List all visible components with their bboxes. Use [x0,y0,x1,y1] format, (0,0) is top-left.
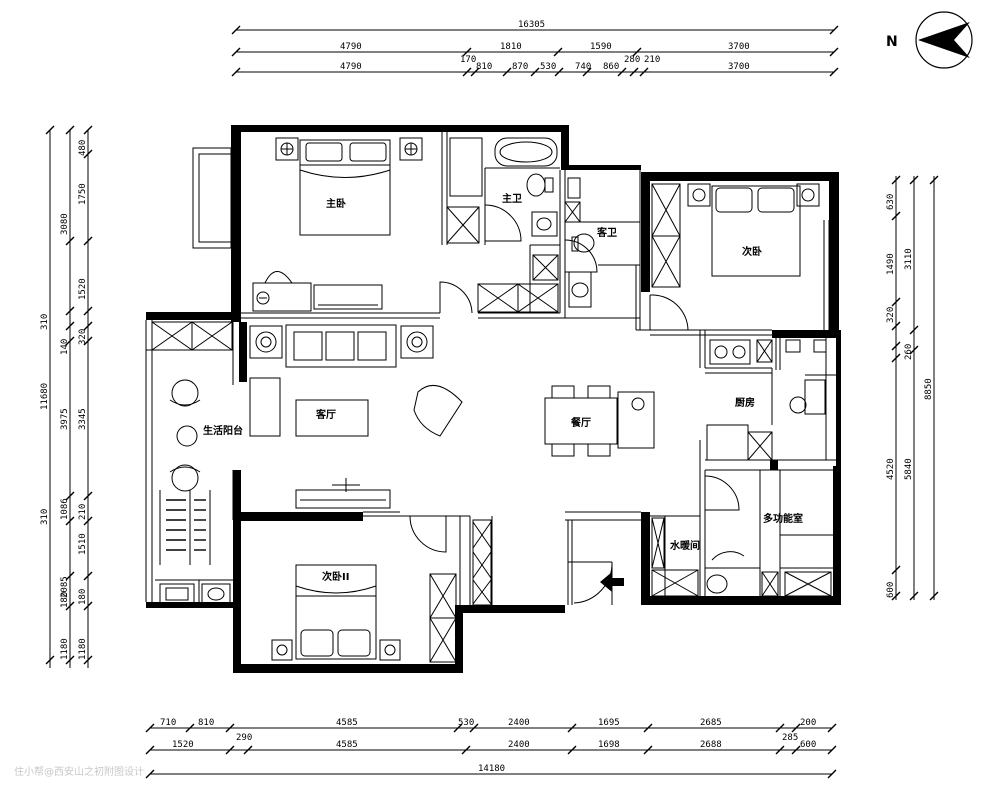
dim-bottom-1-5: 2400 [508,718,530,728]
dim-bottom-total: 14180 [478,764,505,774]
room-label-second-bed: 次卧 [742,245,762,258]
dim-left-2-2: 1520 [78,278,88,300]
dim-left-3-2: 1750 [78,183,88,205]
dim-top-2-2: 170 [460,55,476,65]
dim-right-2-5: 4520 [886,458,896,480]
right-dimension-labels: 8850 3110 5840 630 1490 320 260 4520 600 [886,194,934,598]
dim-left-1-3: 310 [40,509,50,525]
dim-bottom-1-2: 810 [198,718,214,728]
entrance-arrow-icon [600,572,624,592]
dim-left-2-6: 210 [78,504,88,520]
dim-right-2-4: 260 [904,344,914,360]
dim-bottom-1-4: 530 [458,718,474,728]
furniture [159,137,827,661]
room-label-living: 客厅 [315,408,336,421]
exterior-walls [146,125,841,673]
dim-top-1-2: 1810 [500,42,522,52]
dim-bottom-2-5: 1698 [598,740,620,750]
dim-top-2-10: 3700 [728,62,750,72]
dim-left-3-3: 180 [78,589,88,605]
dim-left-1-4: 1086 [60,498,70,520]
dim-right-2-6: 600 [886,582,896,598]
dim-top-1-4: 3700 [728,42,750,52]
dim-bottom-2-2: 290 [236,733,252,743]
compass-circle [915,11,973,69]
dim-bottom-1-3: 4585 [336,718,358,728]
room-label-third-bed: 次卧II [322,570,349,583]
dim-left-3-4: 1180 [78,638,88,660]
watermark: 住小帮@西安山之初附图设计 [14,765,144,778]
dim-left-2-1: 3080 [60,213,70,235]
dim-right-1-1: 3110 [904,248,914,270]
dim-top-2-7: 860 [603,62,619,72]
dim-bottom-2-4: 2400 [508,740,530,750]
dim-bottom-2-8: 600 [800,740,816,750]
dim-bottom-1-7: 2685 [700,718,722,728]
dim-top-2-1: 4790 [340,62,362,72]
dim-bottom-2-3: 4585 [336,740,358,750]
dim-left-2-4: 320 [78,329,88,345]
dim-left-2-7: 1510 [78,533,88,555]
room-label-multi: 多功能室 [763,512,803,525]
bottom-dimension-labels: 710 810 4585 530 2400 1695 2685 200 1520… [160,718,816,774]
top-dimensions [231,25,839,77]
dim-left-3-1: 480 [78,140,88,156]
dim-bottom-1-6: 1695 [598,718,620,728]
dim-right-2-1: 630 [886,194,896,210]
room-label-kitchen: 厨房 [735,396,755,409]
room-label-master: 主卧 [326,197,346,210]
compass-north-label: N [886,34,898,50]
dim-right-2-2: 1490 [886,253,896,275]
dim-top-1-3: 1590 [590,42,612,52]
doors [409,204,740,605]
dim-bottom-1-8: 200 [800,718,816,728]
dim-bottom-2-1: 1520 [172,740,194,750]
dim-top-2-8: 280 [624,55,640,65]
dim-top-1-1: 4790 [340,42,362,52]
room-label-balcony: 生活阳台 [203,424,243,437]
dim-top-2-3: 810 [476,62,492,72]
room-label-master-bath: 主卫 [502,192,522,205]
dim-left-2-5: 3345 [78,408,88,430]
dim-left-1-1: 310 [40,314,50,330]
dim-left-2-8: 180 [60,592,70,608]
dim-left-1-2: 3975 [60,408,70,430]
room-labels: 主卧 主卫 客卫 次卧 客厅 餐厅 生活阳台 厨房 次卧II 多功能室 水暖间 [203,192,803,583]
right-dimensions [891,175,939,601]
room-label-dining: 餐厅 [570,416,591,429]
dim-left-3-5: 2085 [60,576,70,598]
dim-top-2-5: 530 [540,62,556,72]
dim-right-2-3: 320 [886,307,896,323]
dim-top-total: 16305 [518,20,545,30]
wardrobes [151,183,832,663]
dim-top-2-9: 210 [644,55,660,65]
left-dimensions [45,125,93,668]
compass-arrow-icon [918,22,970,58]
room-label-water: 水暖间 [669,539,700,552]
top-dimension-labels: 16305 4790 1810 1590 3700 4790 170 810 8… [340,20,750,72]
dim-left-2-3: 140 [60,339,70,355]
dim-left-total: 11680 [40,383,50,410]
dim-top-2-6: 740 [575,62,591,72]
dim-right-total: 8850 [924,378,934,400]
dim-left-2-9: 1180 [60,638,70,660]
room-label-guest-bath: 客卫 [596,226,617,239]
dim-top-2-4: 870 [512,62,528,72]
dim-bottom-2-7: 285 [782,733,798,743]
dim-right-1-2: 5840 [904,458,914,480]
left-dimension-labels: 11680 310 3975 310 1086 3080 1520 140 32… [40,140,88,660]
dim-bottom-1-1: 710 [160,718,176,728]
bottom-dimensions [145,723,837,779]
dim-bottom-2-6: 2688 [700,740,722,750]
compass: N [886,11,973,69]
